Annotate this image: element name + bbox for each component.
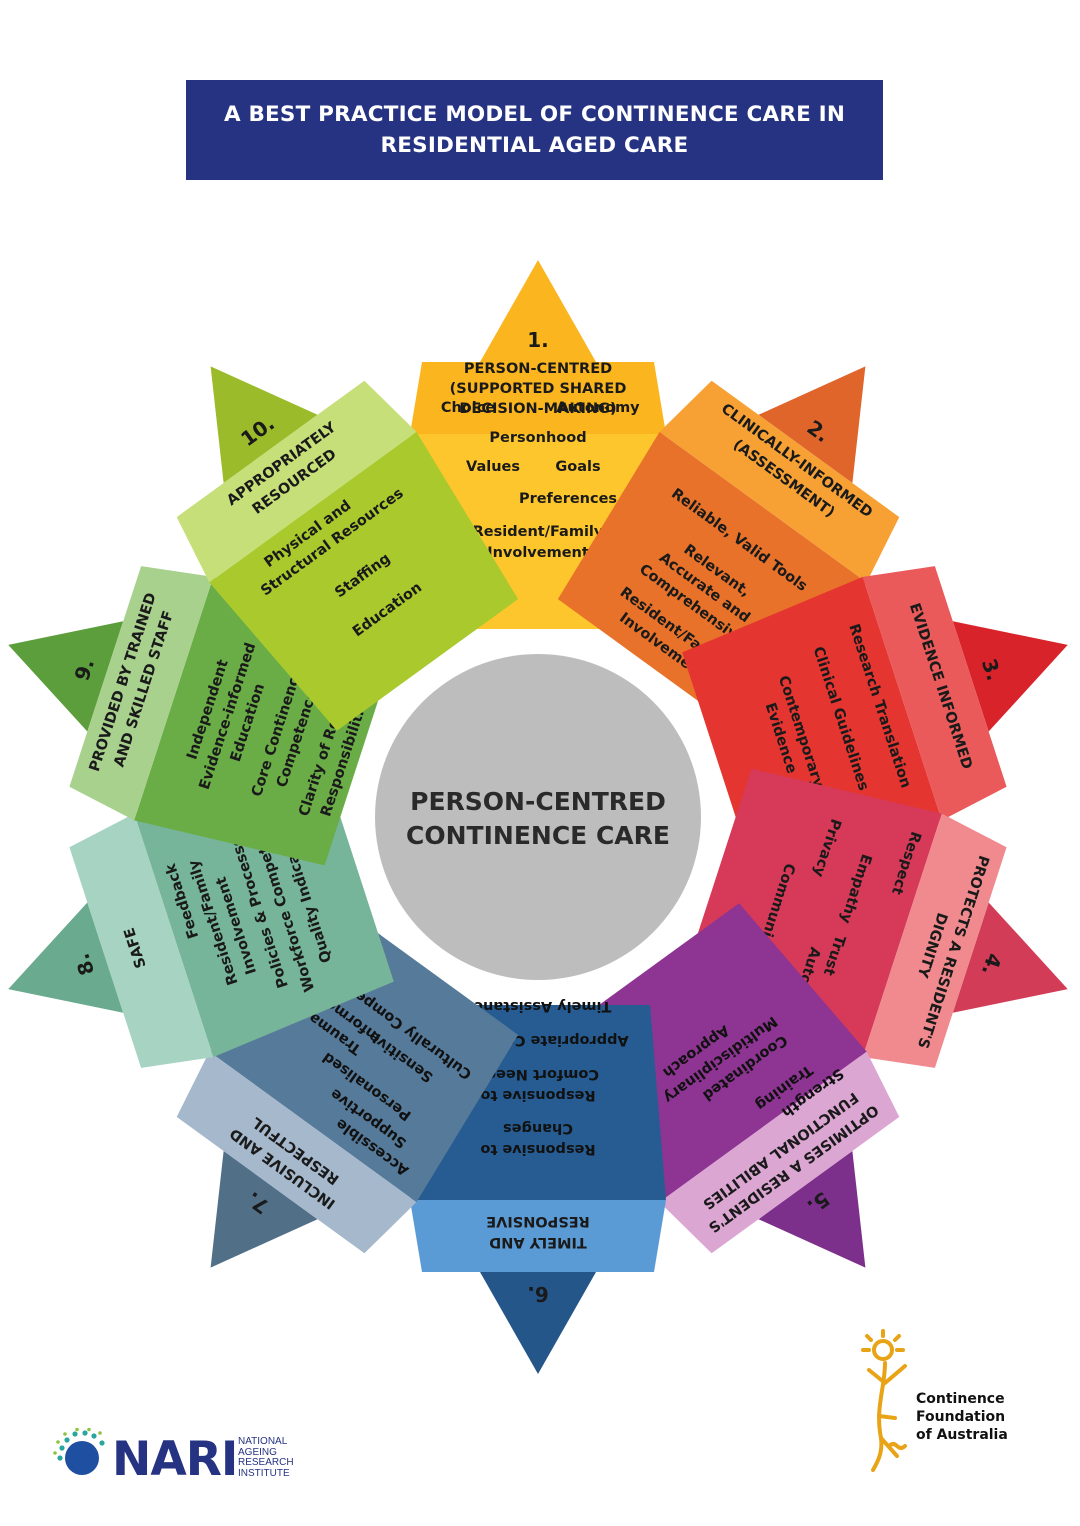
segment-9-tab [8,621,124,732]
segment-1-number: 1. [527,328,549,352]
nari-subtitle: NATIONAL AGEING RESEARCH INSTITUTE [238,1436,308,1479]
segment-8-tab [8,902,124,1013]
segment-6-header [410,1200,666,1272]
segment-10-header [176,380,417,583]
segment-1-item: Values [466,459,520,475]
continence-foundation-name: Continence Foundation of Australia [916,1390,1008,1444]
segment-1-tab [480,260,596,362]
segment-1-item: Resident/Family [473,524,604,540]
segment-4-tab [952,902,1068,1013]
segment-1-item: Goals [555,459,600,475]
nari-logo-icon [53,1428,105,1475]
segment-1-item: Personhood [489,430,586,446]
continence-foundation-logo-icon [861,1329,907,1472]
cfa-line-2: Foundation [916,1409,1006,1425]
segment-6-header-line: TIMELY AND [489,1234,587,1250]
nari-sub-2: AGEING [238,1446,277,1458]
segment-1-item: Preferences [519,491,617,507]
centre-line-2: CONTINENCE CARE [406,821,670,850]
segment-6-header-line: RESPONSIVE [486,1213,590,1229]
segment-4-header [862,813,1007,1068]
segment-7: 7.INCLUSIVE ANDRESPECTFULAccessibleSuppo… [176,903,519,1268]
segment-6-item: Timely Assistance [464,998,611,1014]
nari-sub-3: RESEARCH [238,1457,294,1468]
segment-5-tab [758,1151,866,1268]
segment-1-header-line: DECISION-MAKING) [459,401,616,417]
segment-4: 4.PROTECTS A RESIDENT'SDIGNITYRespectEmp… [682,768,1068,1068]
segment-7-header [176,1051,417,1254]
cfa-line-1: Continence [916,1391,1005,1407]
segment-2-header [659,380,900,583]
segment-6-item: Responsive to [480,1141,595,1157]
nari-wordmark: NARI [112,1432,238,1487]
nari-sub-1: NATIONAL [238,1436,288,1447]
segment-1-header [410,362,666,434]
segment-1-header-line: (SUPPORTED SHARED [450,381,627,397]
segment-6-item: Comfort Needs [477,1066,599,1082]
segment-3-tab [952,621,1068,732]
segment-8-header [69,813,214,1068]
segment-1-item: Autonomy [556,400,640,416]
segment-6-item: Responsive to [480,1087,595,1103]
segment-3-header [862,566,1007,821]
title-banner: A BEST PRACTICE MODEL OF CONTINENCE CARE… [186,80,883,180]
segment-9-header [69,566,214,821]
nari-sub-4: INSTITUTE [238,1467,290,1479]
segment-5-header [659,1051,900,1254]
segment-6-number: 6. [527,1282,549,1306]
centre-line-1: PERSON-CENTRED [410,787,666,816]
centre-circle [375,654,701,980]
segment-6-item: Changes [503,1120,573,1136]
segment-2-tab [758,366,866,483]
segment-1-item: Choice [441,400,495,416]
segment-1-header-line: PERSON-CENTRED [464,361,612,377]
segment-7-tab [210,1151,318,1268]
title-line-1: A BEST PRACTICE MODEL OF CONTINENCE CARE… [223,102,846,127]
segment-1-item: Involvement [487,545,589,561]
segment-6-tab [480,1272,596,1374]
cfa-line-3: of Australia [916,1427,1008,1443]
segment-10-tab [210,366,318,483]
segment-10-body [209,431,519,731]
title-line-2: RESIDENTIAL AGED CARE [380,133,689,158]
